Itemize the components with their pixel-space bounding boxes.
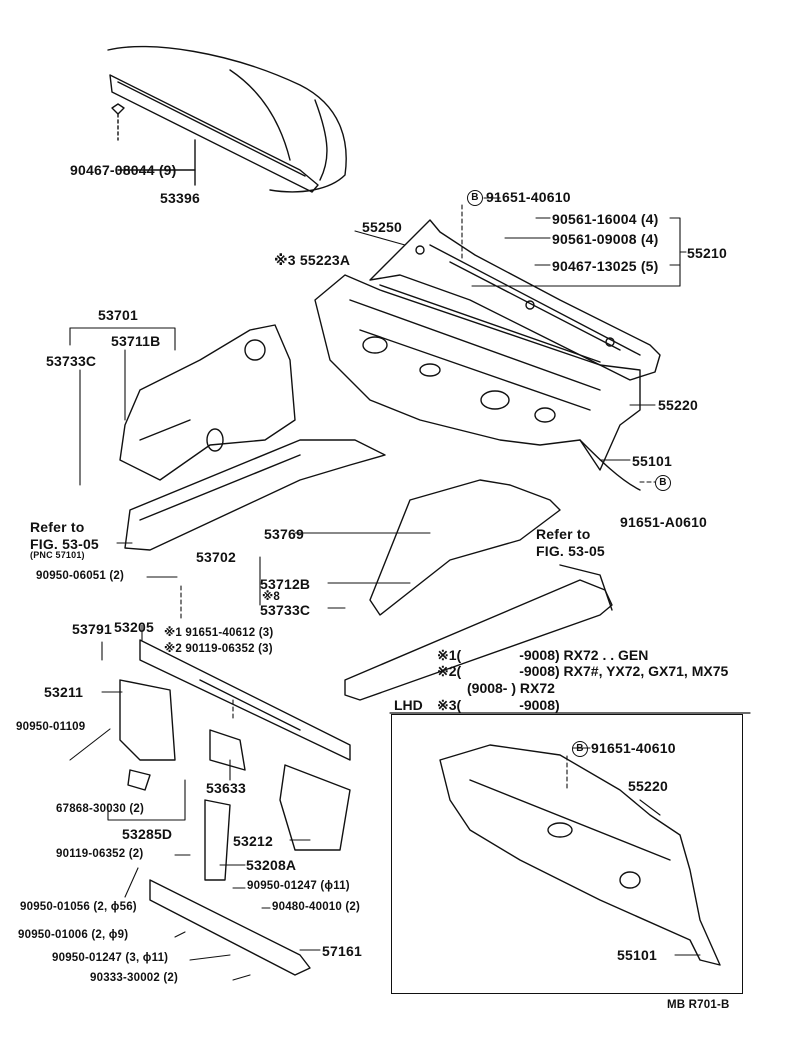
- label-55101-lhd: 55101: [617, 947, 657, 963]
- label-91651-40612: ※1 91651-40612 (3): [164, 627, 274, 639]
- label-90950-06051: 90950-06051 (2): [36, 570, 125, 582]
- label-91651-a0610: 91651-A0610: [620, 514, 708, 530]
- label-53733c-mid-mark: ※8: [262, 591, 280, 603]
- label-53712b: 53712B: [260, 576, 311, 592]
- circle-b-icon: B: [655, 475, 674, 492]
- label-53205: 53205: [114, 619, 154, 635]
- label-90950-01109: 90950-01109: [16, 721, 86, 733]
- lhd-label: LHD: [394, 697, 423, 713]
- label-53791: 53791: [72, 621, 112, 637]
- label-55250: 55250: [362, 219, 402, 235]
- label-53733c-left: 53733C: [46, 353, 97, 369]
- label-55101-top: 55101: [632, 453, 672, 469]
- note-1: ※1(-9008) RX72 . . GEN: [437, 647, 649, 663]
- radiator-support: [139, 639, 351, 761]
- label-53396: 53396: [160, 190, 200, 206]
- label-53633: 53633: [206, 780, 246, 796]
- label-67868-30030: 67868-30030 (2): [56, 803, 145, 815]
- label-53285d: 53285D: [122, 826, 173, 842]
- label-53733c-mid: 53733C: [260, 602, 311, 618]
- note-4: ※3(-9008): [437, 697, 560, 713]
- clip-90467-08044: [111, 103, 125, 141]
- cowl-top-panel: [369, 219, 661, 381]
- figure-code: MB R701-B: [667, 999, 730, 1011]
- label-55223a: ※3 55223A: [274, 252, 351, 268]
- label-90950-01056: 90950-01056 (2, ϕ56): [20, 901, 137, 913]
- lhd-inset-box: [391, 714, 743, 994]
- lower-crossmember: [149, 879, 311, 976]
- front-apron: [119, 324, 296, 481]
- circle-b-icon: B: [467, 190, 483, 207]
- refer-right-line2: FIG. 53-05: [536, 543, 605, 559]
- label-90467-13025: 90467-13025 (5): [552, 258, 659, 274]
- side-member-left: [124, 439, 386, 551]
- label-55220-lhd: 55220: [628, 778, 668, 794]
- label-90333-30002: 90333-30002 (2): [90, 972, 179, 984]
- dash-panel-lhd: [439, 744, 721, 966]
- dash-panel: [314, 274, 641, 491]
- small-brackets: [119, 679, 351, 881]
- label-53211: 53211: [44, 684, 84, 700]
- label-90561-16004: 90561-16004 (4): [552, 211, 659, 227]
- label-90950-01247-a: 90950-01247 (ϕ11): [247, 880, 350, 892]
- note-3: (9008- ) RX72: [467, 680, 555, 696]
- leader-lines: [69, 197, 701, 981]
- label-53701: 53701: [98, 307, 138, 323]
- label-55220-top: 55220: [658, 397, 698, 413]
- label-90119-06352-top: ※2 90119-06352 (3): [164, 643, 273, 655]
- label-90119-06352-bot: 90119-06352 (2): [56, 848, 144, 860]
- side-member-right: [344, 479, 613, 701]
- note-2: ※2(-9008) RX7#, YX72, GX71, MX75: [437, 663, 729, 679]
- hood-outline: [107, 45, 347, 193]
- refer-right-line1: Refer to: [536, 526, 591, 542]
- label-53208a: 53208A: [246, 857, 297, 873]
- label-53212: 53212: [233, 833, 273, 849]
- label-53702: 53702: [196, 549, 236, 565]
- label-90950-01247-b: 90950-01247 (3, ϕ11): [52, 952, 169, 964]
- refer-left-line3: (PNC 57101): [30, 550, 85, 560]
- label-90467-08044: 90467-08044 (9): [70, 162, 177, 178]
- label-53711b: 53711B: [111, 333, 161, 349]
- hood-seal-strip: [109, 74, 319, 193]
- refer-left-line2: FIG. 53-05: [30, 536, 99, 552]
- label-90480-40010: 90480-40010 (2): [272, 901, 361, 913]
- label-90561-09008: 90561-09008 (4): [552, 231, 659, 247]
- label-55210: 55210: [687, 245, 727, 261]
- refer-left-line1: Refer to: [30, 519, 85, 535]
- label-57161: 57161: [322, 943, 362, 959]
- label-90950-01006: 90950-01006 (2, ϕ9): [18, 929, 129, 941]
- label-53769: 53769: [264, 526, 304, 542]
